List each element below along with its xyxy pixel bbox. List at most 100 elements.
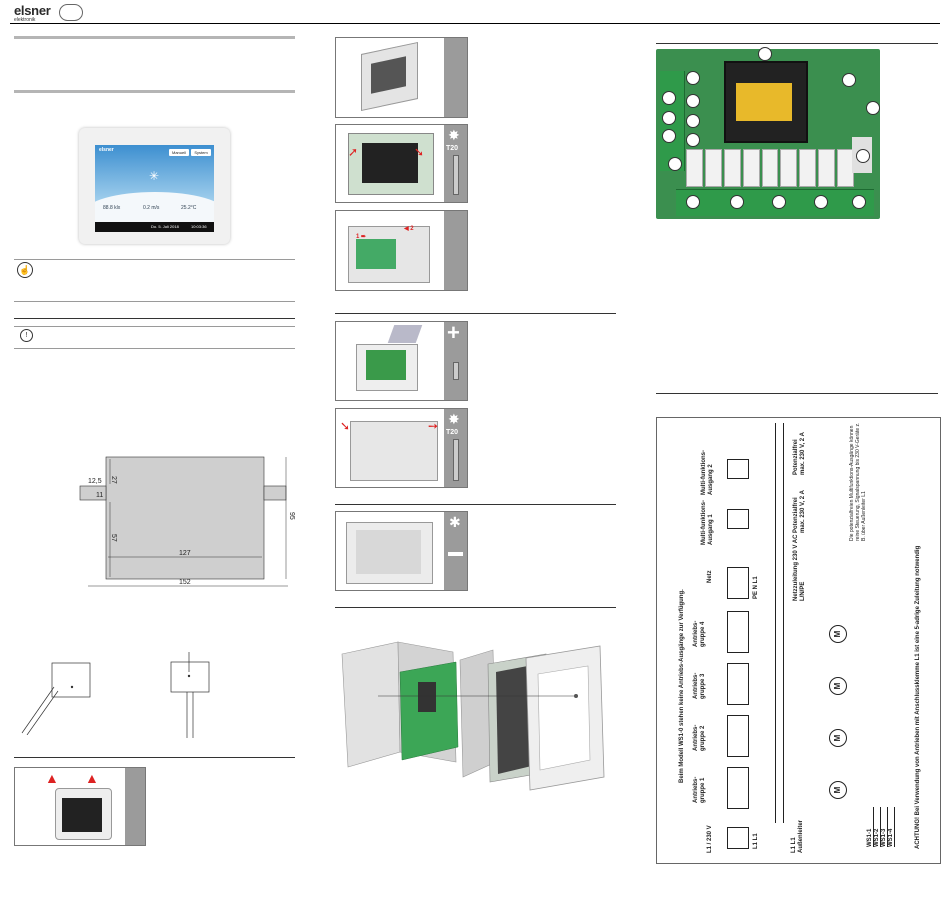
marker-9	[668, 157, 682, 171]
arrow-down-icon: ➙	[428, 419, 439, 433]
arrow-icon: ➘	[414, 145, 425, 159]
marker-1	[758, 47, 772, 61]
display-lux: 88.8 klx	[103, 205, 121, 211]
rule-right-1	[656, 43, 938, 44]
motor-1-icon: M	[829, 781, 847, 799]
rule-left-5	[14, 348, 295, 349]
bus-line	[783, 423, 784, 823]
arrow-down-icon: ➘	[340, 419, 351, 433]
model-3: WS1-3	[881, 807, 888, 847]
marker-15	[772, 195, 786, 209]
mf1-label: Multi-funktions-Ausgang 1	[701, 500, 714, 545]
marker-13	[686, 195, 700, 209]
group2-terminal	[727, 715, 749, 757]
photo-remove-frame: ▲ ▲	[14, 767, 146, 846]
arrow-up-icon: ▲	[85, 770, 99, 786]
arrow-icon: ➚	[348, 145, 359, 159]
motor-4-icon: M	[829, 625, 847, 643]
group1-label: Antriebs-gruppe 1	[693, 776, 706, 803]
group2-label: Antriebs-gruppe 2	[693, 724, 706, 751]
marker-17	[852, 195, 866, 209]
marker-7	[662, 129, 676, 143]
photo-cover-screws: ➘ ➙ ✸ T20	[335, 408, 468, 488]
step-1-label: 1 ➨	[356, 234, 367, 240]
marker-5	[662, 111, 676, 125]
dim-27: 27	[110, 476, 117, 484]
mf1-terminal	[727, 509, 749, 529]
model-2: WS1-2	[874, 807, 881, 847]
marker-10	[842, 73, 856, 87]
step-2-label: ◀ 2	[404, 226, 414, 232]
photo-pcb-cable: +	[335, 321, 468, 401]
logo-main: elsner	[14, 3, 51, 18]
group3-label: Antriebs-gruppe 3	[693, 672, 706, 699]
l1-label: L1 / 230 V	[707, 825, 713, 853]
device-photo: elsner Manuell System ✳ 88.8 klx 0.2 m/s…	[79, 128, 230, 244]
dim-95: 95	[288, 512, 295, 520]
torx-icon: ✸	[448, 411, 460, 427]
mounting-sketch-vertical	[170, 652, 210, 738]
netz-terms: PE N L1	[753, 576, 759, 599]
group1-terminal	[727, 767, 749, 809]
t20-label-1: T20	[446, 145, 459, 152]
rule-right-2	[656, 393, 938, 394]
model-4: WS1-4	[888, 807, 895, 847]
photo-housing-top	[335, 37, 468, 118]
header-logo: elsner elektronik	[14, 4, 58, 24]
rule-left-6	[14, 757, 295, 758]
warning-text: ACHTUNG! Bei Verwendung von Antrieben mi…	[915, 545, 921, 849]
section-bar-2	[14, 90, 295, 93]
section-bar-1	[14, 36, 295, 39]
dim-127: 127	[179, 550, 191, 557]
wiring-diagram: Beim Modell WS1-0 stehen keine Antriebs-…	[657, 418, 940, 863]
display-footer: Do. 5. Juli 2018 10:03:36	[95, 222, 214, 232]
rule-left-3	[14, 318, 295, 319]
group4-terminal	[727, 611, 749, 653]
pf1-label: Potenzialfrei max. 230 V, 2 A	[793, 490, 806, 533]
minus-icon	[448, 552, 463, 556]
transformer-label	[736, 83, 792, 121]
model-1: WS1-1	[867, 807, 874, 847]
rule-mid-3	[335, 607, 616, 608]
bus-line	[775, 423, 776, 823]
display-wind: 0.2 m/s	[143, 205, 160, 211]
rule-mid-2	[335, 504, 616, 505]
marker-8	[686, 133, 700, 147]
netz-line-label: Netzzuleitung 230 V AC L/N/PE	[793, 534, 806, 601]
sun-icon: ✳	[149, 169, 160, 183]
netz-terminal	[727, 567, 749, 599]
relay-row	[686, 149, 855, 187]
pcb-photo	[656, 47, 880, 219]
marker-12	[856, 149, 870, 163]
t20-label-2: T20	[446, 429, 459, 436]
screw-icon	[453, 439, 459, 481]
dim-12-5: 12,5	[88, 478, 102, 485]
photo-screws-t20: ➚ ➘ ✸ T20	[335, 124, 468, 203]
logo-sub: elektronik	[14, 17, 36, 23]
mf2-terminal	[727, 459, 749, 479]
wiring-diagram-frame: Beim Modell WS1-0 stehen keine Antriebs-…	[656, 417, 941, 864]
marker-11	[866, 101, 880, 115]
screw-icon	[453, 155, 459, 195]
display-manual-button: Manuell	[169, 149, 189, 156]
marker-16	[814, 195, 828, 209]
l1-terminal	[727, 827, 749, 849]
pf2-label: Potenzialfrei max. 230 V, 2 A	[793, 432, 806, 475]
torx-icon: ✸	[448, 127, 460, 143]
rule-left-1	[14, 259, 295, 260]
motor-2-icon: M	[829, 729, 847, 747]
marker-14	[730, 195, 744, 209]
aussen-label: L1 L1 Außenleiter	[791, 819, 804, 853]
photo-open-housing: 1 ➨ ◀ 2	[335, 210, 468, 291]
star-icon: ✱	[449, 514, 461, 530]
display-date: Do. 5. Juli 2018	[151, 224, 179, 229]
marker-6	[686, 114, 700, 128]
side-note: Die potenzialfreien Multifunktions-Ausgä…	[849, 422, 867, 541]
netz-label: Netz	[707, 570, 713, 583]
marker-3	[662, 91, 676, 105]
marker-2	[686, 71, 700, 85]
info-icon: !	[20, 329, 33, 342]
dimension-drawing: 27 12,5 11 57 127 152 95	[79, 456, 295, 587]
right-tab	[263, 485, 287, 501]
l1-terms: L1 L1	[753, 833, 759, 849]
